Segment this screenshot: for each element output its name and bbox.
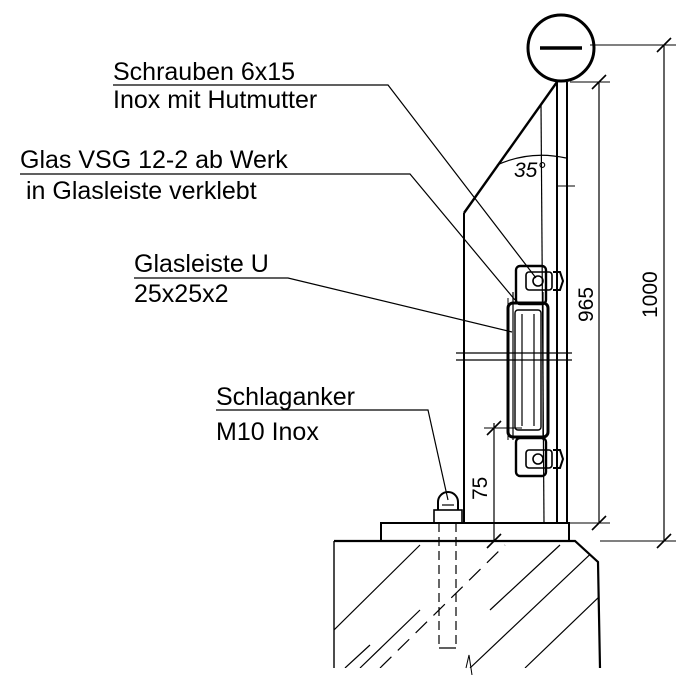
glass-height-label: 965: [575, 287, 598, 322]
concrete-hatching: [334, 544, 600, 668]
base-offset-label: 75: [469, 477, 492, 500]
upper-screw-clamp: [514, 264, 565, 306]
bead-label-line1: Glasleiste U: [134, 250, 269, 278]
total-height-label: 1000: [639, 271, 662, 318]
glass-height-dimension: 965: [570, 74, 610, 531]
screws-label-line1: Schrauben 6x15: [113, 58, 295, 86]
glass-bead-callout: Glasleiste U 25x25x2: [134, 250, 513, 333]
glass-callout: Glas VSG 12-2 ab Werk in Glasleiste verk…: [20, 146, 516, 301]
lower-screw-clamp: [514, 436, 565, 478]
bead-label-line2: 25x25x2: [134, 280, 229, 308]
glass-label-line1: Glas VSG 12-2 ab Werk: [20, 146, 288, 174]
total-height-dimension: 1000: [590, 37, 676, 549]
glass-label-line2: in Glasleiste verklebt: [26, 177, 257, 205]
anchor-bolt: [433, 491, 463, 649]
anchor-label-line2: M10 Inox: [216, 418, 319, 446]
base-offset-dimension: 75: [469, 420, 522, 549]
screws-label-line2: Inox mit Hutmutter: [113, 86, 317, 114]
section-cut-marks: [456, 352, 572, 361]
anchor-callout: Schlaganker M10 Inox: [216, 383, 449, 501]
anchor-label-line1: Schlaganker: [216, 383, 355, 411]
angle-label: 35°: [514, 159, 546, 182]
handrail: [526, 13, 596, 83]
angle-annotation: 35°: [496, 154, 575, 187]
concrete-slab: [333, 539, 602, 675]
glass-pane: [512, 292, 544, 440]
screws-callout: Schrauben 6x15 Inox mit Hutmutter: [113, 58, 537, 279]
base-plate: [380, 522, 570, 542]
